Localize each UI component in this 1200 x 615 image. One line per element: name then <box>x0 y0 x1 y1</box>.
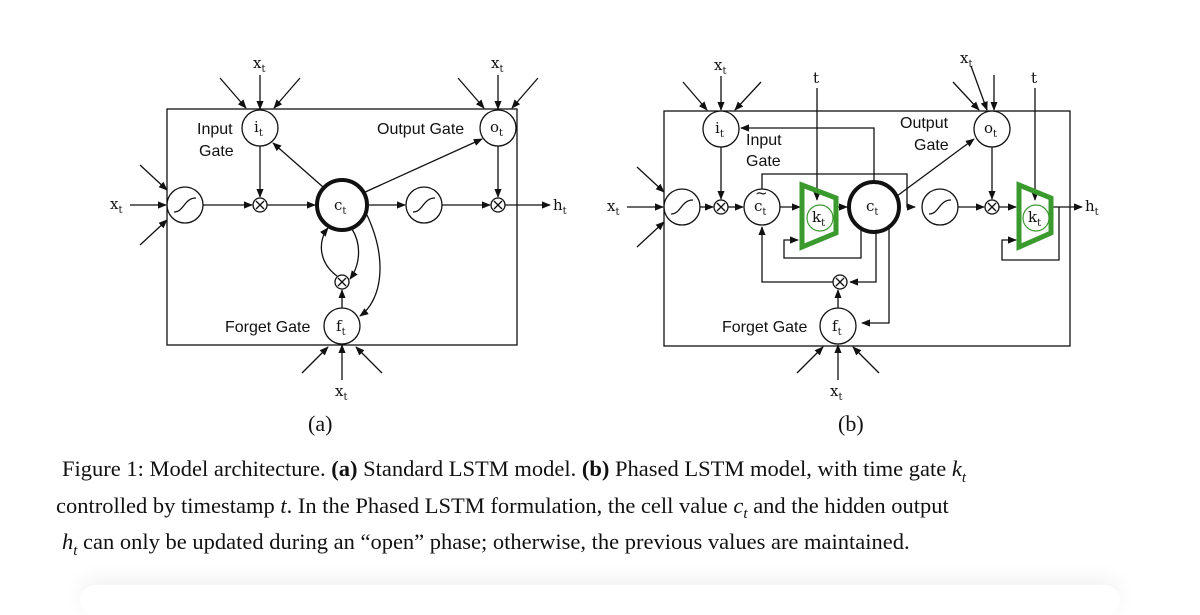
b-x-left: xt <box>607 197 620 218</box>
a-x-top-1: xt <box>253 54 266 75</box>
b-f-symbol: ft <box>832 317 842 338</box>
a-x-bottom: xt <box>335 382 348 403</box>
time-gate-k2 <box>1016 181 1054 251</box>
b-k2-symbol: kt <box>1028 208 1041 229</box>
panel-b-label: (b) <box>838 411 864 436</box>
a-i-symbol: it <box>254 118 263 139</box>
b-forget-gate <box>819 307 857 345</box>
b-i-symbol: it <box>715 119 724 140</box>
b-forget-gate-label: Forget Gate <box>722 319 807 336</box>
b-tilde-mark: ~ <box>755 184 768 202</box>
b-x-bottom: xt <box>830 382 843 403</box>
lstm-architecture-figure: Input Gate Output Gate Forget Gate it ot… <box>110 49 1099 436</box>
b-c-tilde-symbol: ct <box>754 197 766 218</box>
a-input-gate-label: Input <box>197 121 233 138</box>
b-input-gate-label-2: Gate <box>746 153 781 170</box>
time-gate-k1 <box>799 181 839 251</box>
b-output-gate-label-2: Gate <box>914 137 949 154</box>
b-x-top-2: xt <box>960 49 973 70</box>
b-k1-symbol: kt <box>812 208 825 229</box>
b-input-gate-label: Input <box>746 132 782 149</box>
figure-caption: Figure 1: Model architecture. (a) Standa… <box>56 456 967 559</box>
page-shadow <box>80 585 1120 615</box>
a-output-gate-label: Output Gate <box>377 121 464 138</box>
a-o-symbol: ot <box>490 118 503 139</box>
b-o-symbol: ot <box>984 119 997 140</box>
a-x-top-2: xt <box>491 54 504 75</box>
b-t-top-1: t <box>813 69 819 87</box>
panel-a-label: (a) <box>308 411 332 436</box>
b-t-top-2: t <box>1031 69 1037 87</box>
b-output-gate-label: Output <box>900 115 949 132</box>
b-x-top-1: xt <box>714 56 727 77</box>
a-f-symbol: ft <box>336 317 346 338</box>
a-c-symbol: ct <box>334 196 346 217</box>
a-forget-gate-label: Forget Gate <box>225 319 310 336</box>
b-c-symbol: ct <box>866 197 878 218</box>
b-h-output: ht <box>1085 197 1099 218</box>
a-input-gate-label-2: Gate <box>199 143 234 160</box>
a-x-left: xt <box>110 195 123 216</box>
a-h-output: ht <box>553 196 567 217</box>
a-forget-gate <box>323 307 361 345</box>
